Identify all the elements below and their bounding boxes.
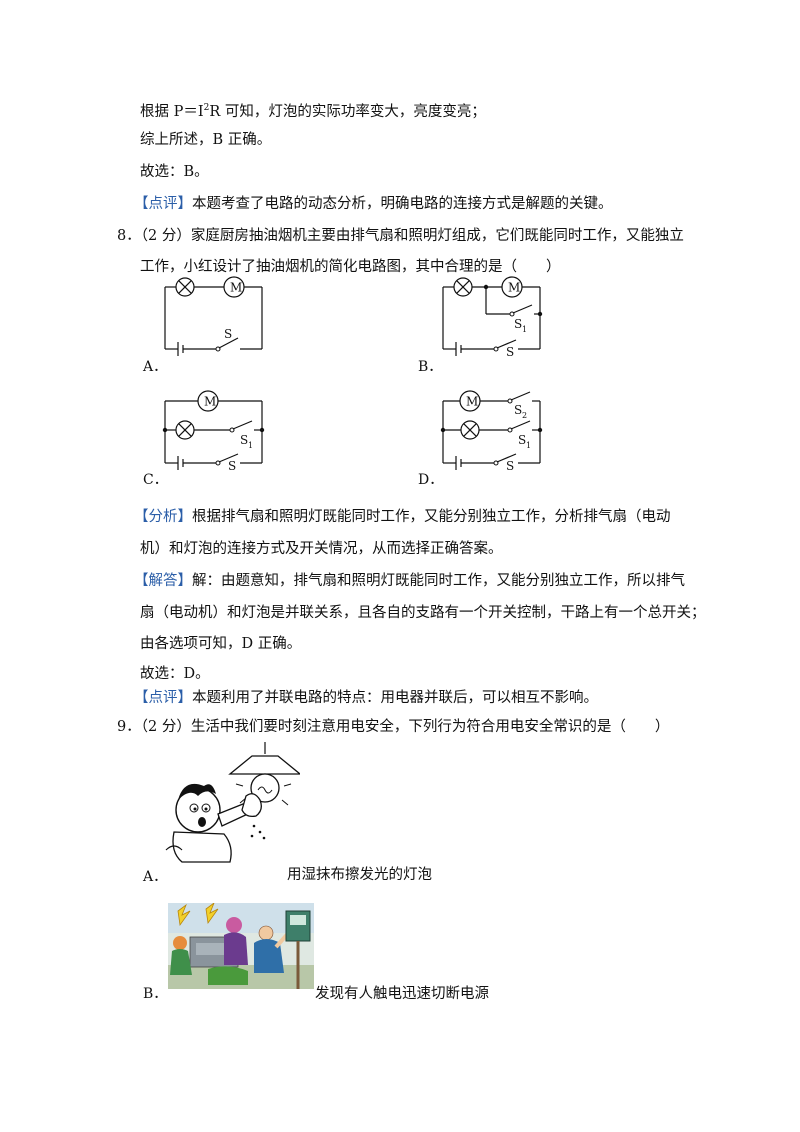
q8-option-c: C． [143,472,168,488]
solution-tag: 【解答】 [134,573,192,589]
switch-icon [496,453,517,463]
q9-option-b-text: 发现有人触电迅速切断电源 [315,986,489,1002]
svg-text:S: S [228,459,236,473]
wet-cloth-lamp-illustration [165,742,300,863]
lightning-icon [205,903,219,925]
q9-option-b: B． [143,986,168,1002]
q9-option-a-text: 用湿抹布擦发光的灯泡 [287,867,432,883]
q8-analysis-1: 【分析】根据排气扇和照明灯既能同时工作，又能分别独立工作，分析排气扇（电动 [134,509,671,525]
svg-text:2: 2 [522,411,527,420]
switch-icon [218,453,239,463]
analysis-tag: 【分析】 [134,509,192,525]
q8-option-d: D． [418,472,444,488]
wet-cloth-icon [241,793,262,818]
q8-solution-1: 【解答】解：由题意知，排气扇和照明灯既能同时工作，又能分别独立工作，所以排气 [134,573,685,589]
q8-stem-line-1: 8．（2 分）家庭厨房抽油烟机主要由排气扇和照明灯组成，它们既能同时工作，又能独… [117,228,684,244]
prev-line-2: 综上所述，B 正确。 [140,132,272,148]
svg-text:S: S [514,403,522,417]
svg-text:M: M [508,281,520,295]
svg-text:M: M [204,395,216,409]
q9-stem: 9．（2 分）生活中我们要时刻注意用电安全，下列行为符合用电安全常识的是（ ） [117,719,670,735]
svg-text:M: M [230,281,242,295]
q8-stem-line-2: 工作，小红设计了抽油烟机的简化电路图，其中合理的是（ ） [140,259,561,275]
lampshade-icon [228,755,300,775]
svg-text:S: S [506,345,514,359]
svg-text:1: 1 [248,441,253,450]
prev-comment: 【点评】本题考查了电路的动态分析，明确电路的连接方式是解题的关键。 [134,196,613,212]
svg-text:S: S [240,433,248,447]
circuit-a: M S [164,276,263,356]
prev-line-1: 根据 P＝I2R 可知，灯泡的实际功率变大，亮度变亮； [140,103,486,120]
svg-text:1: 1 [526,441,531,450]
light-bulb-icon [250,773,280,803]
comment-tag: 【点评】 [134,690,192,706]
svg-text:1: 1 [522,325,527,334]
q8-option-b: B． [418,359,443,375]
svg-text:S: S [224,327,232,341]
lightning-icon [177,903,191,927]
prev-answer: 故选：B。 [140,164,209,180]
q8-answer: 故选：D。 [140,666,210,682]
q8-comment: 【点评】本题利用了并联电路的特点：用电器并联后，可以相互不影响。 [134,690,598,706]
svg-text:S: S [518,433,526,447]
q8-solution-3: 由各选项可知，D 正确。 [140,636,302,652]
q9-option-a: A． [143,869,168,885]
svg-text:M: M [466,395,478,409]
switch-icon [218,337,239,349]
cut-power-illustration [168,903,314,989]
switch-icon [496,339,517,349]
svg-text:S: S [514,317,522,331]
comment-tag: 【点评】 [134,196,192,212]
svg-text:S: S [506,459,514,473]
q8-analysis-2: 机）和灯泡的连接方式及开关情况，从而选择正确答案。 [140,541,503,557]
q8-option-a: A． [143,359,168,375]
q8-solution-2: 扇（电动机）和灯泡是并联关系，且各自的支路有一个开关控制，干路上有一个总开关； [140,605,706,621]
